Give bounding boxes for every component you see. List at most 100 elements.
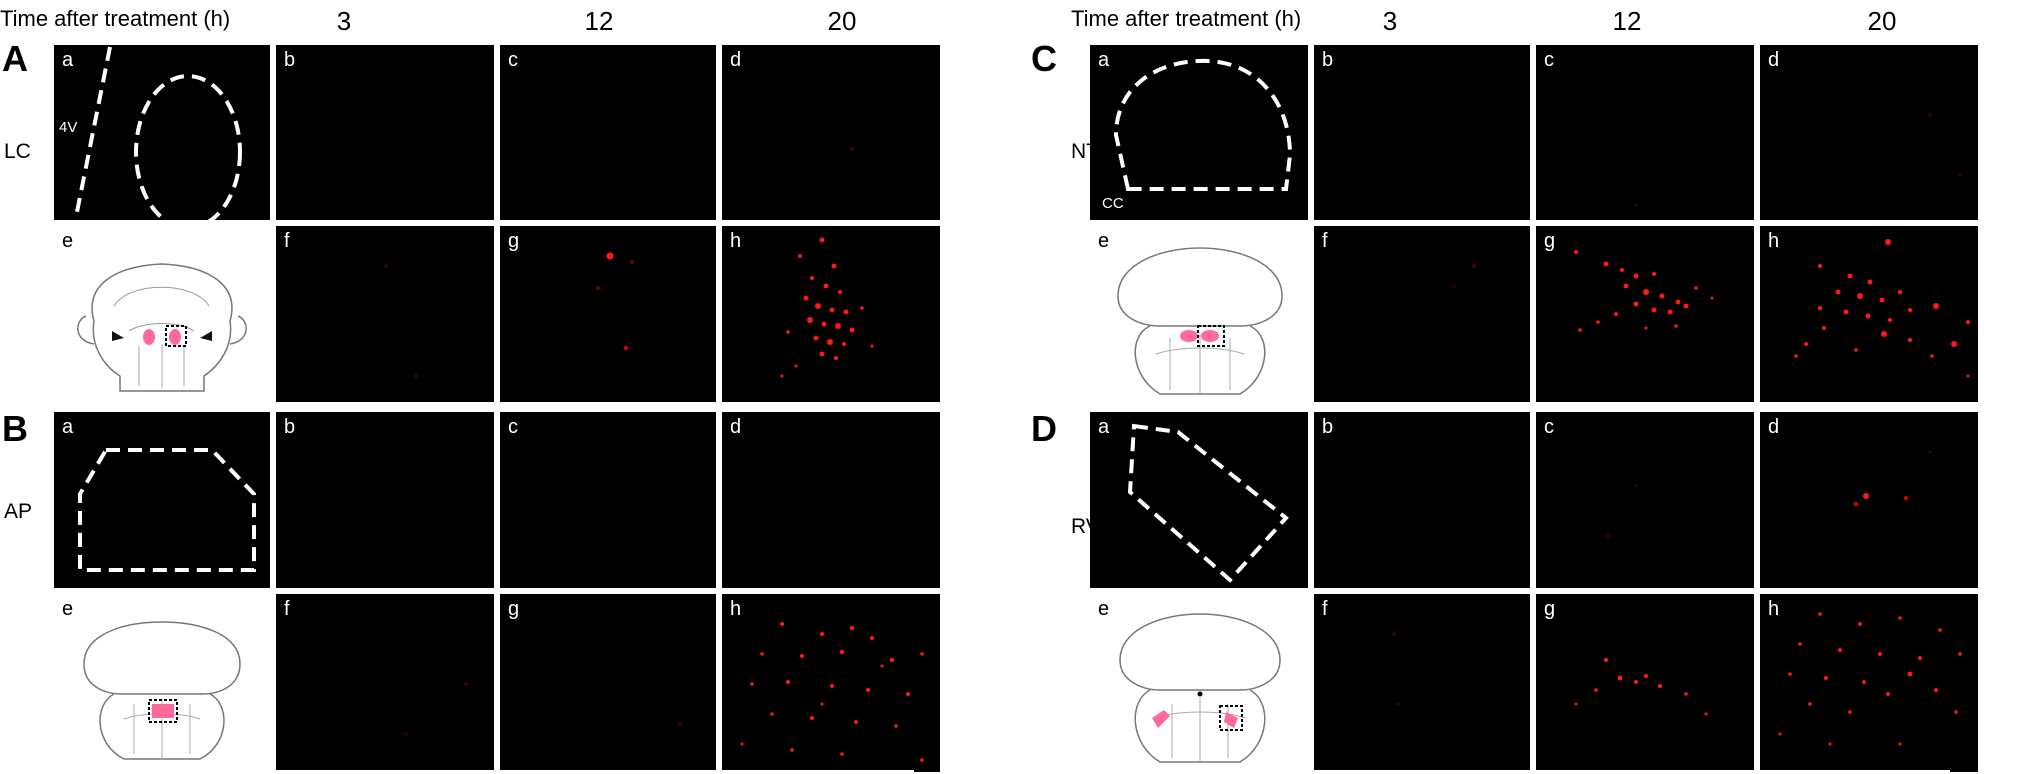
tile-label: a xyxy=(1098,416,1110,438)
column-header-20h-right: 20 xyxy=(1867,6,1897,36)
tile-label: g xyxy=(1544,230,1556,252)
tile-label: e xyxy=(62,230,74,252)
panel-c-tile-c: c xyxy=(1536,45,1754,220)
panel-c-tile-e-brain-atlas: e xyxy=(1090,226,1308,402)
panel-b-tile-e-brain-atlas: e xyxy=(54,594,270,770)
panel-c-tile-g: g xyxy=(1536,226,1754,402)
tile-label: h xyxy=(1768,598,1780,620)
tile-label: c xyxy=(1544,416,1554,438)
signal-dots xyxy=(1928,113,1962,177)
tile-label: h xyxy=(730,598,742,620)
tile-label: d xyxy=(730,49,742,71)
signal-dots xyxy=(1778,612,1962,746)
tile-label: d xyxy=(1768,416,1780,438)
tile-label: f xyxy=(1322,230,1328,252)
dashed-outline xyxy=(1113,58,1293,191)
panel-b-tile-a: a xyxy=(54,412,270,588)
tile-label: e xyxy=(1098,230,1110,252)
tile-label: a xyxy=(62,416,74,438)
panel-letter-c: C xyxy=(1031,38,1057,79)
panel-b-tile-g: g xyxy=(500,594,716,770)
signal-dots xyxy=(678,722,682,726)
panel-a-tile-g: g xyxy=(500,226,716,402)
column-header-3h-left: 3 xyxy=(336,6,352,36)
time-axis-label-left: Time after treatment (h) xyxy=(0,6,231,31)
tile-label: d xyxy=(1768,49,1780,71)
tile-label: c xyxy=(1544,49,1554,71)
tile-label: b xyxy=(284,49,296,71)
panel-letter-b: B xyxy=(2,408,28,449)
brain-section-icon xyxy=(77,263,247,392)
panel-letter-d: D xyxy=(1031,408,1057,449)
tile-label: c xyxy=(508,416,518,438)
panel-letter-a: A xyxy=(2,38,28,79)
signal-dots xyxy=(850,147,854,151)
signal-dots xyxy=(1574,658,1708,716)
signal-dots xyxy=(1452,264,1476,288)
fourth-ventricle-label: 4V xyxy=(59,119,78,136)
panel-c-tile-d: d xyxy=(1760,45,1978,220)
panel-d-tile-h: h xyxy=(1760,594,1978,770)
tile-label: e xyxy=(1098,598,1110,620)
panel-a-tile-e-brain-atlas: e xyxy=(54,226,270,402)
panel-b-tile-f: f xyxy=(276,594,494,770)
panel-a-tile-c: c xyxy=(500,45,716,220)
region-label-ap: AP xyxy=(4,500,33,523)
column-header-20h-left: 20 xyxy=(827,6,857,36)
panel-c-tile-f: f xyxy=(1314,226,1530,402)
column-header-3h-right: 3 xyxy=(1382,6,1398,36)
tile-label: a xyxy=(62,49,74,71)
panel-a-tile-f: f xyxy=(276,226,494,402)
panel-c-tile-b: b xyxy=(1314,45,1530,220)
tile-label: g xyxy=(508,230,520,252)
panel-a-tile-h: h xyxy=(722,226,940,402)
dashed-outline xyxy=(1127,423,1289,583)
region-label-lc: LC xyxy=(4,140,31,163)
tile-label: a xyxy=(1098,49,1110,71)
tile-label: b xyxy=(1322,49,1334,71)
time-axis-label-right: Time after treatment (h) xyxy=(1071,6,1302,31)
signal-dots xyxy=(1794,239,1970,378)
panel-d-tile-g: g xyxy=(1536,594,1754,770)
tile-label: d xyxy=(730,416,742,438)
tile-label: c xyxy=(508,49,518,71)
signal-dots xyxy=(1854,450,1932,506)
panel-d-tile-d: d xyxy=(1760,412,1978,588)
tile-label: h xyxy=(730,230,742,252)
panel-b-tile-b: b xyxy=(276,412,494,588)
central-canal-label: CC xyxy=(1102,195,1124,212)
column-header-12h-right: 12 xyxy=(1612,6,1642,36)
scale-bar-right xyxy=(1950,766,1978,772)
panel-a-tile-b: b xyxy=(276,45,494,220)
panel-b-tile-c: c xyxy=(500,412,716,588)
brain-section-icon xyxy=(83,621,241,760)
signal-dots xyxy=(404,682,468,736)
panel-b-tile-h: h xyxy=(722,594,940,770)
brain-section-icon xyxy=(1119,613,1281,763)
panel-d-tile-f: f xyxy=(1314,594,1530,770)
panel-a-tile-d: d xyxy=(722,45,940,220)
tile-label: g xyxy=(508,598,520,620)
panel-d-tile-b: b xyxy=(1314,412,1530,588)
column-header-12h-left: 12 xyxy=(584,6,614,36)
scale-bar-left xyxy=(914,766,940,772)
panel-d-tile-c: c xyxy=(1536,412,1754,588)
brain-section-icon xyxy=(1117,247,1283,395)
dashed-outline xyxy=(78,448,256,572)
signal-dots xyxy=(596,252,634,351)
tile-label: e xyxy=(62,598,74,620)
panel-c-tile-h: h xyxy=(1760,226,1978,402)
signal-dots xyxy=(1392,632,1400,706)
tile-label: f xyxy=(284,598,290,620)
tile-label: f xyxy=(284,230,290,252)
tile-label: b xyxy=(1322,416,1334,438)
tile-label: f xyxy=(1322,598,1328,620)
panel-c-tile-a: a CC xyxy=(1090,45,1308,220)
signal-dots xyxy=(384,264,418,378)
tile-label: b xyxy=(284,416,296,438)
tile-label: g xyxy=(1544,598,1556,620)
tile-label: h xyxy=(1768,230,1780,252)
panel-d-tile-e-brain-atlas: e xyxy=(1090,594,1308,770)
signal-dots xyxy=(780,237,874,378)
signal-dots xyxy=(1634,203,1638,207)
